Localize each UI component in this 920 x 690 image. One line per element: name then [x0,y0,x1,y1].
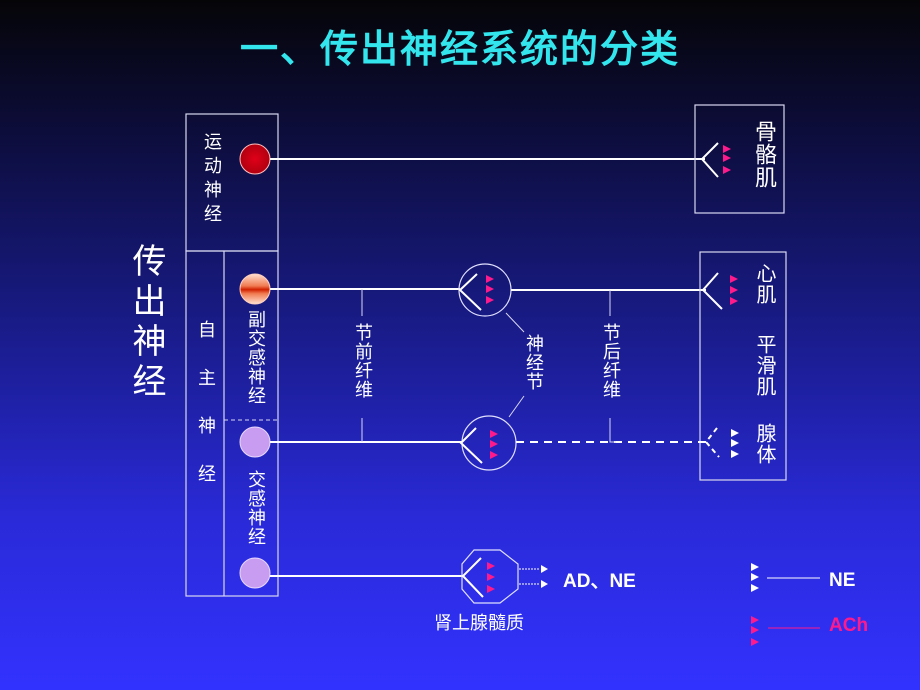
parasympathetic-neuron-soma [239,273,271,305]
gland-synapse [704,427,739,458]
skeletal-muscle-box [694,104,785,214]
legend-ne-label: NE [829,570,856,591]
legend-ne [751,563,820,592]
postganglionic-fiber-label: 节后纤维 [600,323,621,399]
preganglionic-fiber-label: 节前纤维 [352,323,373,399]
adrenal-release-label: AD、NE [563,571,636,592]
skeletal-synapse [700,142,719,178]
cardiac-muscle-label: 心肌 [753,263,777,305]
legend-ach-label: ACh [829,615,869,636]
motor-nerve-label: 运动神经 [201,132,222,228]
efferent-nerve-label: 传出神经 [126,243,166,403]
cardiac-synapse [701,272,738,310]
visceral-effector-box [699,251,787,481]
adrenal-medulla-label: 肾上腺髓质 [434,613,524,634]
sympathetic-adrenal-soma [239,557,271,589]
smooth-muscle-label: 平滑肌 [753,334,777,397]
parasympathetic-ganglion [458,263,512,317]
autonomic-nerve-label: 自 主 神 经 [198,320,216,485]
legend-ach [751,616,820,646]
autonomic-nerve-box [185,250,279,597]
gland-label: 腺体 [753,423,777,465]
sympathetic-nerve-label: 交感神经 [245,470,266,546]
page-title: 一、传出神经系统的分类 [239,27,680,71]
ach-vesicles-skeletal [723,145,731,174]
sympathetic-neuron-soma [239,426,271,458]
motor-neuron-soma [239,143,271,175]
ganglion-label: 神经节 [523,334,544,391]
sympathetic-ganglion [459,415,517,471]
adrenal-medulla-cell [461,549,548,604]
skeletal-muscle-label: 骨骼肌 [751,120,776,189]
parasympathetic-nerve-label: 副交感神经 [245,310,266,405]
